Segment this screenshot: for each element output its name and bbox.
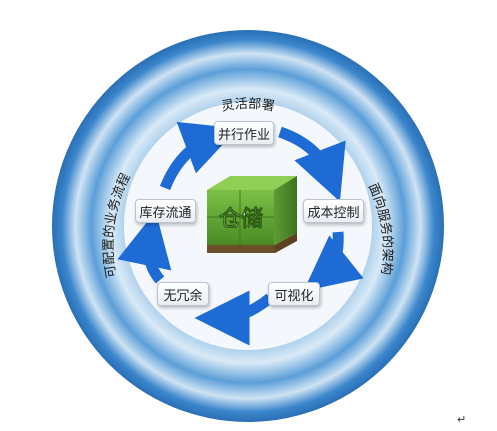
arrow-inventory-to-parallel bbox=[159, 121, 238, 191]
warehouse-cube-icon bbox=[207, 176, 297, 245]
box-no-redundancy: 无冗余 bbox=[157, 282, 209, 306]
center-label: 仓储 bbox=[218, 206, 263, 232]
arrow-noredundancy-to-inventory bbox=[117, 211, 172, 284]
box-cost-control: 成本控制 bbox=[303, 199, 364, 223]
arrow-parallel-to-cost bbox=[278, 126, 346, 202]
return-mark: ↵ bbox=[457, 413, 467, 426]
arrow-cost-to-visual bbox=[303, 231, 364, 292]
box-inventory-circulation: 库存流通 bbox=[135, 199, 196, 223]
box-parallel-operation: 并行作业 bbox=[214, 121, 274, 145]
cycle-arrows bbox=[117, 121, 364, 346]
arrow-visual-to-noredundancy bbox=[194, 290, 274, 346]
box-visualization: 可视化 bbox=[268, 282, 320, 306]
